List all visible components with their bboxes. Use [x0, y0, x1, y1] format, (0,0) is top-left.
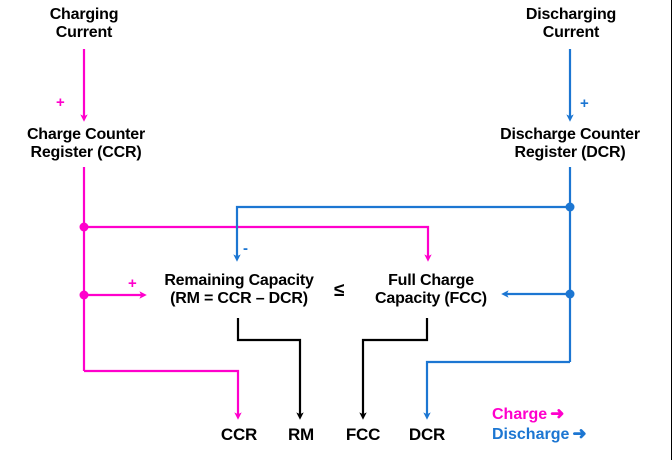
comparator-symbol: ≤ — [334, 280, 345, 301]
register-label-dcr: Discharge Counter Register (DCR) — [500, 126, 640, 162]
register-label-ccr: Charge Counter Register (CCR) — [26, 126, 146, 162]
output-label-fcc: FCC — [345, 425, 381, 444]
output-label-dcr: DCR — [408, 425, 446, 444]
block-label-remaining-capacity: Remaining Capacity (RM = CCR – DCR) — [164, 272, 314, 308]
junction-dot-ccr-rm — [79, 290, 89, 300]
input-label-charging-current: Charging Current — [49, 6, 119, 42]
output-label-ccr: CCR — [220, 425, 258, 444]
wire-rm-to-output — [236, 318, 304, 420]
legend-discharge-label: Discharge — [492, 426, 570, 443]
legend-charge: Charge➜ — [492, 404, 564, 424]
block-label-full-charge-capacity: Full Charge Capacity (FCC) — [375, 272, 487, 308]
legend-charge-label: Charge — [492, 406, 548, 423]
sign-plus-remaining-capacity: + — [128, 275, 137, 292]
wire-ccr-to-output — [84, 369, 242, 420]
wire-fcc-to-output — [359, 318, 429, 420]
wire-dcr-to-output — [423, 360, 570, 420]
sign-minus-remaining-capacity: - — [243, 240, 248, 257]
legend-charge-arrow-icon: ➜ — [550, 404, 565, 423]
sign-plus-discharge: + — [580, 95, 589, 112]
wire-ccr-to-fcc — [84, 225, 432, 262]
junction-dot-dcr-rm — [565, 202, 575, 212]
wire-dcr-to-rm — [233, 205, 570, 262]
output-label-rm: RM — [287, 425, 315, 444]
legend-discharge: Discharge➜ — [492, 424, 587, 444]
sign-plus-charge: + — [56, 94, 65, 111]
junction-dot-dcr-fcc — [565, 289, 575, 299]
input-label-discharging-current: Discharging Current — [525, 6, 617, 42]
junction-dot-ccr-fcc — [79, 222, 89, 232]
legend-discharge-arrow-icon: ➜ — [572, 424, 587, 443]
